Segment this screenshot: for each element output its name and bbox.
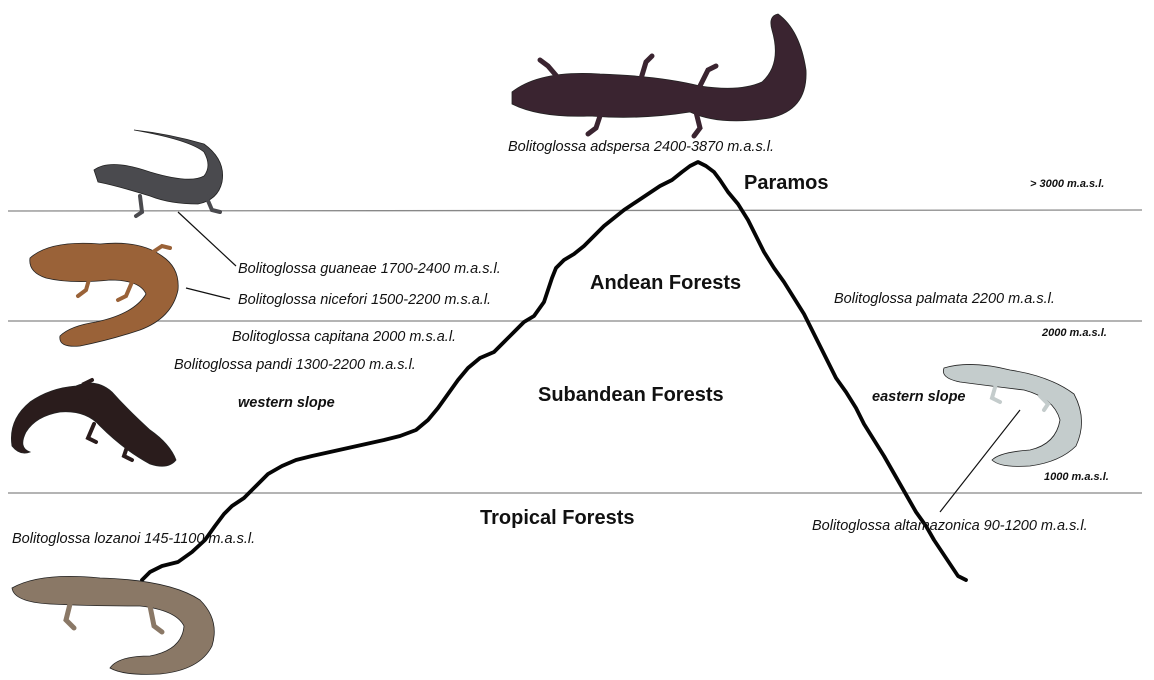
salamander-adspersa-image: [512, 14, 806, 136]
zone-label-paramos: Paramos: [744, 172, 829, 195]
slope-label-western: western slope: [238, 395, 335, 411]
species-label-nicefori: Bolitoglossa nicefori 1500-2200 m.s.a.l.: [238, 292, 491, 308]
species-label-lozanoi: Bolitoglossa lozanoi 145-1100 m.a.s.l.: [12, 531, 255, 547]
species-label-pandi: Bolitoglossa pandi 1300-2200 m.a.s.l.: [174, 357, 416, 373]
salamander-nicefori-image: [30, 243, 178, 346]
species-label-guaneae: Bolitoglossa guaneae 1700-2400 m.a.s.l.: [238, 261, 501, 277]
zone-label-tropical-forests: Tropical Forests: [480, 507, 635, 530]
zone-label-andean-forests: Andean Forests: [590, 272, 741, 295]
species-label-capitana: Bolitoglossa capitana 2000 m.s.a.l.: [232, 329, 456, 345]
leader-line-guaneae: [178, 212, 236, 266]
elevation-label-2000: 2000 m.a.s.l.: [1042, 327, 1107, 339]
leader-line-nicefori: [186, 288, 230, 299]
zone-label-subandean-forests: Subandean Forests: [538, 384, 724, 407]
species-label-adspersa: Bolitoglossa adspersa 2400-3870 m.a.s.l.: [508, 139, 774, 155]
band-line-3000: [8, 210, 1142, 211]
slope-label-eastern: eastern slope: [872, 389, 966, 405]
species-label-palmata: Bolitoglossa palmata 2200 m.a.s.l.: [834, 291, 1055, 307]
salamander-lozanoi-image: [12, 576, 214, 674]
salamander-altamazonica-image: [943, 364, 1081, 466]
elevation-label-1000: 1000 m.a.s.l.: [1044, 471, 1109, 483]
species-label-altamazonica: Bolitoglossa altamazonica 90-1200 m.a.s.…: [812, 518, 1088, 534]
salamander-guaneae-image: [94, 130, 223, 216]
elevation-label-3000: > 3000 m.a.s.l.: [1030, 178, 1104, 190]
salamander-pandi-image: [11, 380, 176, 466]
